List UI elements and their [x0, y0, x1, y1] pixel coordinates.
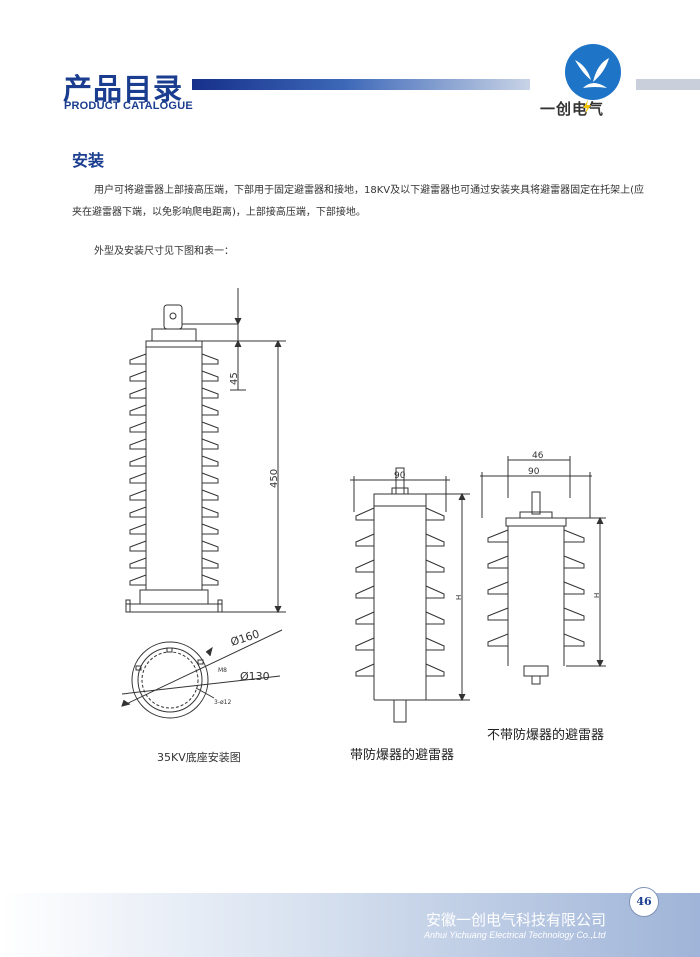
page-number: 46 [636, 895, 652, 908]
brand-name: 一创电气 [540, 100, 605, 118]
arrester-without-protector-drawing: 46 90 H [480, 451, 606, 685]
arrester-with-protector-drawing: 90 H [350, 467, 470, 723]
dimension-note: 外型及安装尺寸见下图和表一： [94, 246, 234, 257]
dim-450: 450 [269, 469, 280, 488]
dim-45: 45 [229, 372, 240, 385]
dim-46: 46 [532, 451, 544, 461]
lightning-icon [583, 100, 591, 114]
install-paragraph: 用户可将避雷器上部接高压端，下部用于固定避雷器和接地，18KV及以下避雷器也可通… [72, 185, 645, 218]
header-band-right [636, 79, 700, 90]
footer-band [0, 893, 700, 957]
dim-130: Ø130 [240, 670, 270, 683]
caption-with-protector: 带防爆器的避雷器 [350, 748, 455, 763]
arrester-35kv-drawing: 45 450 Ø160 Ø130 M8 3-ø12 [121, 288, 286, 719]
company-name-cn: 安徽一创电气科技有限公司 [426, 911, 607, 929]
dim-160: Ø160 [229, 627, 261, 649]
header-band [192, 79, 530, 90]
dim-holes: 3-ø12 [214, 699, 231, 706]
company-logo [565, 44, 621, 100]
dim-h-mid: H [455, 595, 463, 600]
catalogue-subtitle: PRODUCT CATALOGUE [64, 100, 193, 112]
caption-35kv-base: 35KV底座安装图 [157, 751, 241, 764]
dim-90-mid: 90 [394, 471, 406, 481]
catalogue-title: 产品目录 [63, 72, 184, 106]
page-number-badge [629, 887, 659, 917]
section-title: 安装 [72, 151, 105, 170]
dim-m8: M8 [218, 667, 227, 674]
dim-90-right: 90 [528, 467, 540, 477]
company-name-en: Anhui Yichuang Electrical Technology Co.… [424, 930, 606, 940]
dim-h-right: H [593, 593, 601, 598]
caption-without-protector: 不带防爆器的避雷器 [487, 728, 605, 743]
